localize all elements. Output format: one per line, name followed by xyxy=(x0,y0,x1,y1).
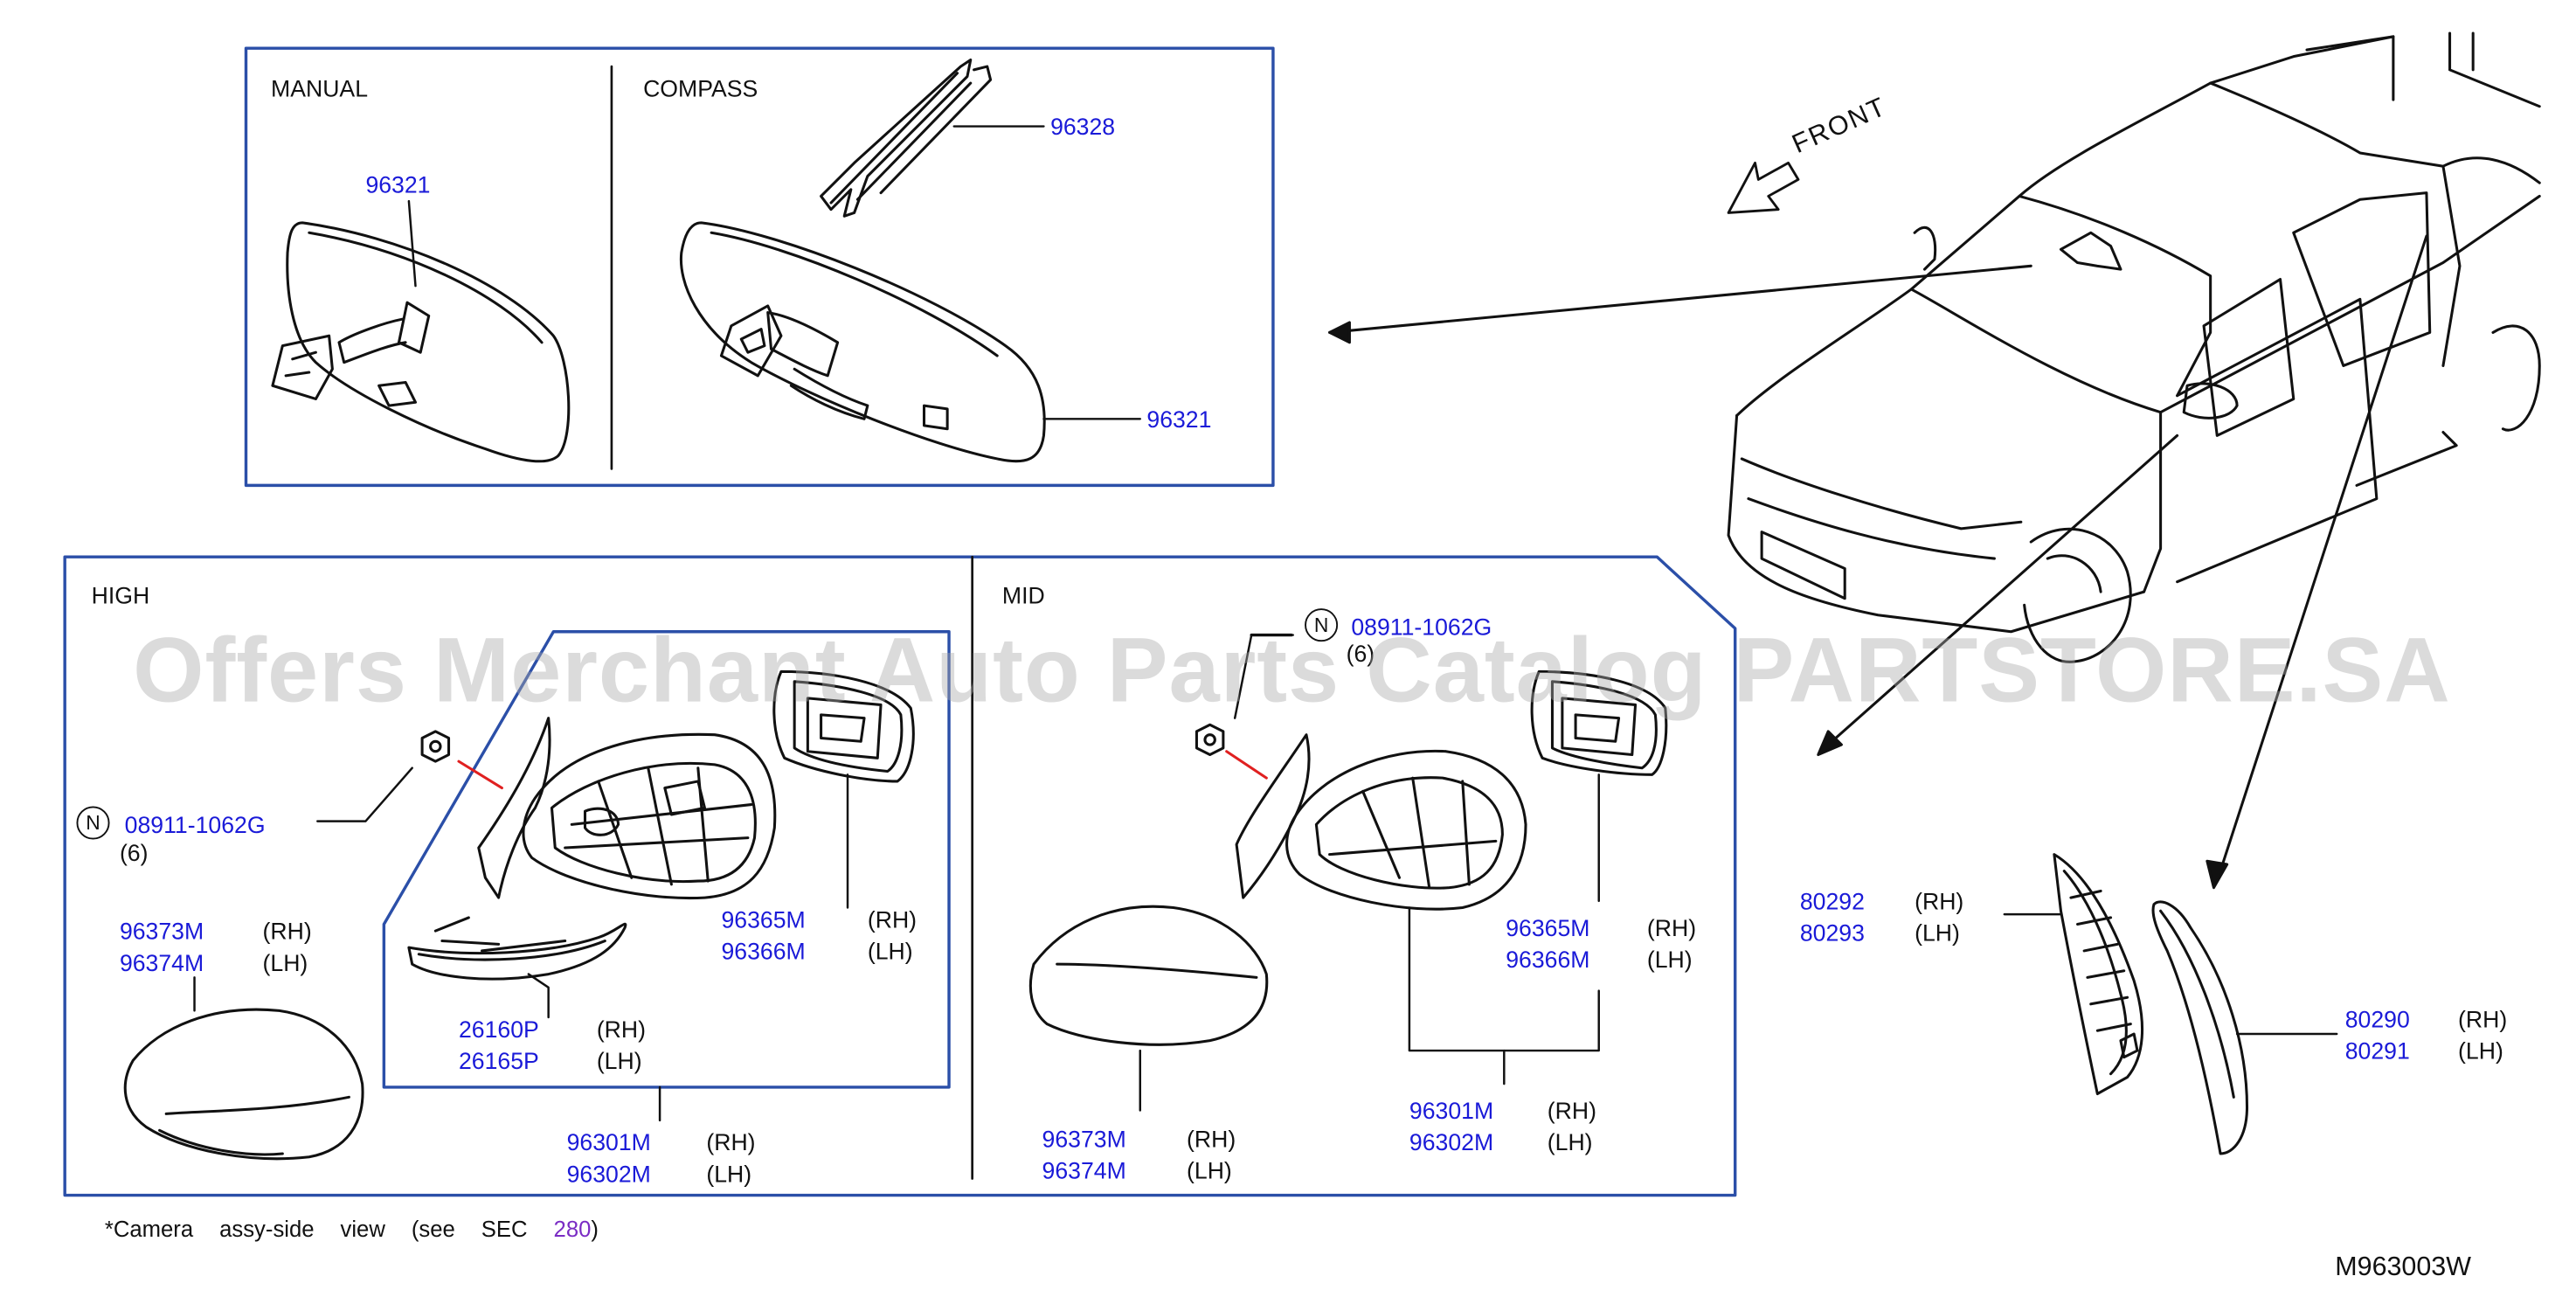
part-link-26160P[interactable]: 26160P xyxy=(458,1016,539,1043)
watermark-text: Offers Merchant Auto Parts Catalog PARTS… xyxy=(133,618,2451,722)
section-frames xyxy=(63,46,1737,1197)
part-link-96301M-high[interactable]: 96301M xyxy=(566,1128,651,1155)
part-link-96301M-mid[interactable]: 96301M xyxy=(1409,1097,1494,1124)
section-mid-heading: MID xyxy=(1001,581,1045,609)
nut-marker-mid: N xyxy=(1305,608,1339,642)
side-lh: (LH) xyxy=(1646,946,1693,973)
side-rh: (RH) xyxy=(1915,887,1964,915)
section-manual-heading: MANUAL xyxy=(271,74,369,102)
camera-note: *Camera assy-side view (see SEC 280) xyxy=(105,1217,599,1242)
section-high-heading: HIGH xyxy=(91,581,150,609)
part-link-96366M-mid[interactable]: 96366M xyxy=(1506,946,1590,973)
nut-marker-high: N xyxy=(76,806,110,840)
part-link-26165P[interactable]: 26165P xyxy=(458,1047,539,1074)
finisher-drawing xyxy=(2003,853,2338,1155)
part-link-96328[interactable]: 96328 xyxy=(1050,113,1116,140)
side-rh: (RH) xyxy=(1646,914,1697,941)
pointer-arrows xyxy=(1328,234,2428,890)
part-link-80293[interactable]: 80293 xyxy=(1799,919,1865,947)
part-link-96374M-mid[interactable]: 96374M xyxy=(1042,1156,1126,1184)
side-rh: (RH) xyxy=(706,1128,756,1155)
high-mirror-drawing xyxy=(123,669,915,1161)
side-lh: (LH) xyxy=(867,937,913,965)
side-rh: (RH) xyxy=(596,1016,647,1043)
part-link-96321-manual[interactable]: 96321 xyxy=(365,170,431,198)
sec-280-link[interactable]: 280 xyxy=(553,1217,592,1242)
part-link-96365M-mid[interactable]: 96365M xyxy=(1506,914,1590,941)
part-link-96302M-mid[interactable]: 96302M xyxy=(1409,1128,1494,1155)
vehicle-drawing xyxy=(1727,31,2541,663)
nut-qty-high: (6) xyxy=(119,839,149,866)
part-link-96321-compass[interactable]: 96321 xyxy=(1146,406,1212,433)
side-lh: (LH) xyxy=(706,1160,752,1188)
part-link-80292[interactable]: 80292 xyxy=(1799,887,1865,915)
nut-qty-mid: (6) xyxy=(1346,640,1375,667)
diagram-code: M963003W xyxy=(2335,1253,2471,1282)
side-rh: (RH) xyxy=(262,917,312,945)
side-lh: (LH) xyxy=(596,1047,642,1074)
part-link-08911-1062G-mid[interactable]: 08911-1062G xyxy=(1351,613,1492,641)
manual-mirror-drawing xyxy=(271,199,571,463)
side-rh: (RH) xyxy=(1547,1097,1596,1124)
mid-mirror-drawing xyxy=(1028,634,1668,1112)
compass-mirror-drawing xyxy=(679,58,1142,463)
part-link-08911-1062G-high[interactable]: 08911-1062G xyxy=(124,811,266,838)
side-lh: (LH) xyxy=(1547,1128,1593,1155)
front-arrow xyxy=(1727,161,1800,214)
side-rh: (RH) xyxy=(1187,1125,1236,1153)
part-link-80291[interactable]: 80291 xyxy=(2344,1037,2410,1065)
part-link-80290[interactable]: 80290 xyxy=(2344,1005,2410,1033)
side-rh: (RH) xyxy=(2458,1005,2508,1033)
side-lh: (LH) xyxy=(262,949,308,976)
part-link-96373M-high[interactable]: 96373M xyxy=(119,917,204,945)
side-lh: (LH) xyxy=(1915,919,1960,947)
part-link-96302M-high[interactable]: 96302M xyxy=(566,1160,651,1188)
section-compass-heading: COMPASS xyxy=(643,74,758,102)
side-lh: (LH) xyxy=(1187,1156,1232,1184)
part-link-96366M-high[interactable]: 96366M xyxy=(721,937,806,965)
side-rh: (RH) xyxy=(867,905,918,933)
part-link-96373M-mid[interactable]: 96373M xyxy=(1042,1125,1126,1153)
camera-note-close: ) xyxy=(591,1217,599,1242)
side-lh: (LH) xyxy=(2458,1037,2503,1065)
part-link-96374M-high[interactable]: 96374M xyxy=(119,949,204,976)
part-link-96365M-high[interactable]: 96365M xyxy=(721,905,806,933)
camera-note-text: *Camera assy-side view (see SEC xyxy=(104,1217,528,1242)
